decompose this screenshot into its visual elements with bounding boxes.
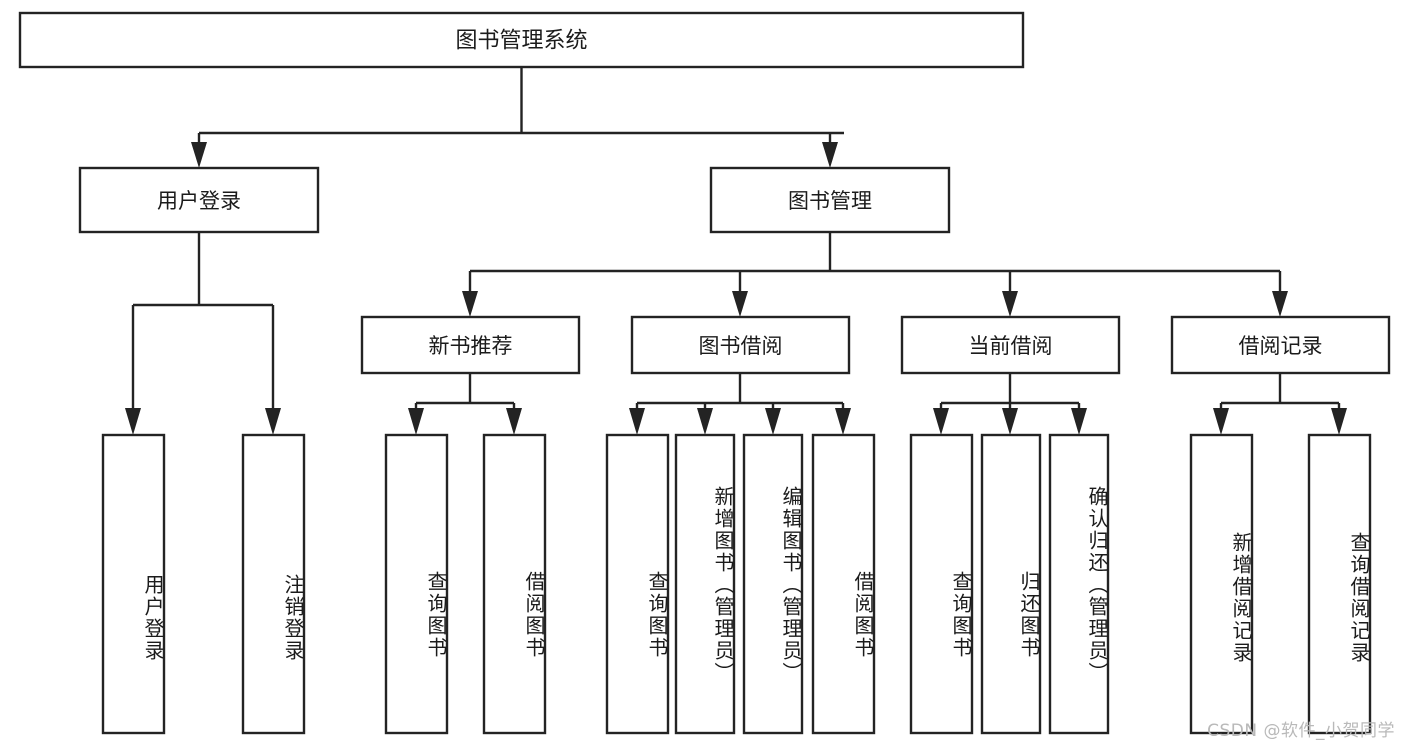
leaf-add-book-box[interactable] xyxy=(674,433,736,735)
edge-group-new-book-rec-to-leaves xyxy=(408,373,522,435)
node-root[interactable]: 图书管理系统 xyxy=(18,11,1025,69)
arrow-to-leaf-add-record xyxy=(1213,408,1229,435)
arrow-to-leaf-borrow-book-2 xyxy=(835,408,851,435)
edge-group-book-borrow-to-leaves xyxy=(629,373,851,435)
node-book-borrow-box[interactable] xyxy=(630,315,851,375)
leaf-add-record-box[interactable] xyxy=(1189,433,1254,735)
arrow-to-book-manage xyxy=(822,142,838,168)
edge-group-current-borrow-to-leaves xyxy=(933,373,1087,435)
node-current-borrow-label: 当前借阅 xyxy=(969,334,1053,358)
leaf-borrow-book-1-box[interactable] xyxy=(482,433,547,735)
arrow-to-leaf-borrow-book-1 xyxy=(506,408,522,435)
leaf-boxes-group xyxy=(101,433,1372,735)
leaf-query-book-3-box[interactable] xyxy=(909,433,974,735)
leaf-query-book-2-box[interactable] xyxy=(605,433,670,735)
node-user-login-box[interactable] xyxy=(78,166,320,234)
arrow-to-user-login xyxy=(191,142,207,168)
leaf-query-record-box[interactable] xyxy=(1307,433,1372,735)
node-root-label: 图书管理系统 xyxy=(455,29,587,54)
node-current-borrow[interactable]: 当前借阅 xyxy=(900,315,1121,375)
arrow-to-new-book-rec xyxy=(462,291,478,317)
edge-group-book-manage-to-level3 xyxy=(462,232,1288,317)
node-book-manage-box[interactable] xyxy=(709,166,951,234)
node-new-book-rec[interactable]: 新书推荐 xyxy=(360,315,581,375)
node-current-borrow-box[interactable] xyxy=(900,315,1121,375)
arrow-to-leaf-return-book xyxy=(1002,408,1018,435)
edge-group-borrow-record-to-leaves xyxy=(1213,373,1347,435)
node-user-login-label: 用户登录 xyxy=(157,189,241,213)
edge-group-root-to-level2 xyxy=(191,67,844,168)
arrow-to-leaf-query-book-3 xyxy=(933,408,949,435)
leaf-edit-book-box[interactable] xyxy=(742,433,804,735)
node-new-book-rec-box[interactable] xyxy=(360,315,581,375)
arrow-to-leaf-logout xyxy=(265,408,281,435)
leaf-query-book-1-box[interactable] xyxy=(384,433,449,735)
arrow-to-book-borrow xyxy=(732,291,748,317)
node-book-borrow[interactable]: 图书借阅 xyxy=(630,315,851,375)
node-user-login[interactable]: 用户登录 xyxy=(78,166,320,234)
node-borrow-record-label: 借阅记录 xyxy=(1239,334,1323,358)
arrow-to-leaf-query-record xyxy=(1331,408,1347,435)
leaf-return-book-box[interactable] xyxy=(980,433,1042,735)
node-borrow-record-box[interactable] xyxy=(1170,315,1391,375)
node-book-manage[interactable]: 图书管理 xyxy=(709,166,951,234)
arrow-to-leaf-user-login xyxy=(125,408,141,435)
edge-group-user-login-to-leaves xyxy=(125,232,281,435)
csdn-watermark: CSDN @软件_小贺同学 xyxy=(1207,721,1395,741)
node-borrow-record[interactable]: 借阅记录 xyxy=(1170,315,1391,375)
leaf-user-login-box[interactable] xyxy=(101,433,166,735)
arrow-to-leaf-query-book-2 xyxy=(629,408,645,435)
arrow-to-leaf-add-book xyxy=(697,408,713,435)
leaf-borrow-book-2-box[interactable] xyxy=(811,433,876,735)
arrow-to-current-borrow xyxy=(1002,291,1018,317)
arrow-to-leaf-query-book-1 xyxy=(408,408,424,435)
arrow-to-leaf-edit-book xyxy=(765,408,781,435)
node-book-borrow-label: 图书借阅 xyxy=(699,334,783,358)
node-new-book-rec-label: 新书推荐 xyxy=(429,334,513,358)
node-book-manage-label: 图书管理 xyxy=(788,189,872,213)
arrow-to-borrow-record xyxy=(1272,291,1288,317)
arrow-to-leaf-confirm-return xyxy=(1071,408,1087,435)
leaf-confirm-return-box[interactable] xyxy=(1048,433,1110,735)
node-root-box[interactable] xyxy=(18,11,1025,69)
leaf-logout-box[interactable] xyxy=(241,433,306,735)
